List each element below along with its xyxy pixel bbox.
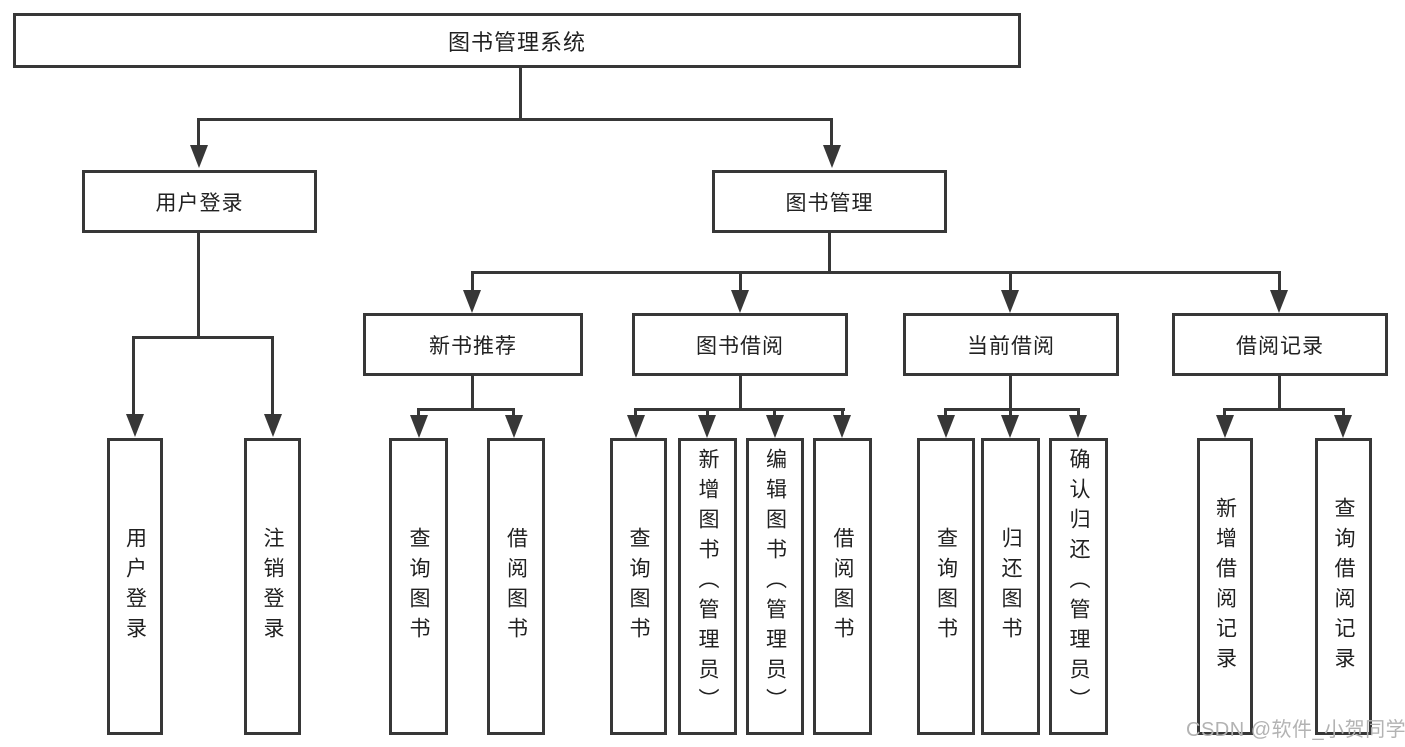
connector-line	[706, 408, 709, 417]
node-book-borrowing: 图书借阅	[632, 313, 848, 376]
node-leaf-user-login-label: 用户登录	[123, 526, 147, 647]
connector-line	[773, 408, 776, 417]
node-leaf-logout: 注销登录	[244, 438, 301, 735]
node-leaf-edit-books-admin-label: 编辑图书（管理员）	[763, 448, 787, 718]
connector-line	[944, 408, 947, 417]
connector-line	[634, 408, 845, 411]
node-leaf-confirm-return-admin: 确认归还（管理员）	[1049, 438, 1108, 735]
node-leaf-borrow-books-2-label: 借阅图书	[831, 526, 854, 647]
node-new-book-recommendation-label: 新书推荐	[429, 334, 517, 358]
node-current-borrowing: 当前借阅	[903, 313, 1119, 376]
node-borrowing-records-label: 借阅记录	[1236, 334, 1324, 358]
connector-line	[1342, 408, 1345, 417]
node-leaf-query-books-1-label: 查询图书	[407, 526, 430, 647]
arrowhead-down	[627, 415, 645, 438]
node-leaf-logout-label: 注销登录	[261, 526, 284, 647]
arrowhead-down	[463, 290, 481, 313]
node-current-borrowing-label: 当前借阅	[967, 334, 1055, 358]
connector-line	[132, 336, 274, 339]
node-leaf-query-borrow-record: 查询借阅记录	[1315, 438, 1372, 735]
node-root-label: 图书管理系统	[447, 29, 586, 55]
node-leaf-return-books: 归还图书	[981, 438, 1040, 735]
node-leaf-query-borrow-record-label: 查询借阅记录	[1332, 496, 1355, 677]
connector-line	[132, 336, 135, 416]
connector-line	[739, 374, 742, 410]
node-leaf-add-borrow-record-label: 新增借阅记录	[1213, 496, 1237, 677]
connector-line	[417, 408, 515, 411]
connector-line	[197, 231, 200, 338]
connector-line	[828, 231, 831, 273]
arrowhead-down	[823, 145, 841, 168]
connector-line	[944, 408, 1080, 411]
arrowhead-down	[410, 415, 428, 438]
arrowhead-down	[1334, 415, 1352, 438]
connector-line	[1278, 374, 1281, 410]
node-leaf-query-books-2-label: 查询图书	[627, 526, 650, 647]
arrowhead-down	[833, 415, 851, 438]
connector-line	[1077, 408, 1080, 417]
node-borrowing-records: 借阅记录	[1172, 313, 1388, 376]
connector-line	[197, 118, 833, 121]
connector-line	[471, 374, 474, 410]
connector-line	[1009, 271, 1012, 291]
arrowhead-down	[1001, 290, 1019, 313]
connector-line	[1223, 408, 1345, 411]
node-leaf-borrow-books-1: 借阅图书	[487, 438, 545, 735]
arrowhead-down	[1216, 415, 1234, 438]
connector-line	[471, 271, 474, 291]
arrowhead-down	[1069, 415, 1087, 438]
node-leaf-add-books-admin-label: 新增图书（管理员）	[696, 448, 719, 718]
node-leaf-query-books-1: 查询图书	[389, 438, 448, 735]
node-leaf-user-login: 用户登录	[107, 438, 163, 735]
watermark: CSDN @软件_小贺同学	[1186, 719, 1405, 741]
arrowhead-down	[126, 414, 144, 437]
arrowhead-down	[1270, 290, 1288, 313]
arrowhead-down	[698, 415, 716, 438]
connector-line	[1009, 374, 1012, 410]
connector-line	[739, 271, 742, 291]
connector-line	[197, 118, 200, 146]
connector-line	[1223, 408, 1226, 417]
node-leaf-edit-books-admin: 编辑图书（管理员）	[746, 438, 804, 735]
node-book-borrowing-label: 图书借阅	[696, 334, 784, 358]
connector-line	[1278, 271, 1281, 291]
connector-line	[830, 118, 833, 146]
connector-line	[1009, 408, 1012, 417]
node-leaf-query-books-3-label: 查询图书	[934, 526, 958, 647]
node-leaf-add-books-admin: 新增图书（管理员）	[678, 438, 737, 735]
node-new-book-recommendation: 新书推荐	[363, 313, 583, 376]
arrowhead-down	[505, 415, 523, 438]
node-book-management-label: 图书管理	[785, 191, 874, 215]
arrowhead-down	[937, 415, 955, 438]
connector-line	[841, 408, 844, 417]
node-leaf-confirm-return-admin-label: 确认归还（管理员）	[1067, 448, 1090, 718]
arrowhead-down	[264, 414, 282, 437]
node-book-management: 图书管理	[712, 170, 947, 233]
arrowhead-down	[731, 290, 749, 313]
node-leaf-add-borrow-record: 新增借阅记录	[1197, 438, 1253, 735]
connector-line	[512, 408, 515, 417]
connector-line	[417, 408, 420, 417]
connector-line	[471, 271, 1281, 274]
node-leaf-query-books-3: 查询图书	[917, 438, 975, 735]
connector-line	[634, 408, 637, 417]
node-leaf-return-books-label: 归还图书	[999, 526, 1022, 647]
connector-line	[271, 336, 274, 416]
arrowhead-down	[1001, 415, 1019, 438]
node-root: 图书管理系统	[13, 13, 1021, 68]
node-leaf-query-books-2: 查询图书	[610, 438, 667, 735]
node-leaf-borrow-books-1-label: 借阅图书	[504, 526, 528, 647]
connector-line	[519, 66, 522, 121]
node-user-login-label: 用户登录	[155, 191, 244, 215]
node-leaf-borrow-books-2: 借阅图书	[813, 438, 872, 735]
arrowhead-down	[766, 415, 784, 438]
node-user-login: 用户登录	[82, 170, 317, 233]
arrowhead-down	[190, 145, 208, 168]
